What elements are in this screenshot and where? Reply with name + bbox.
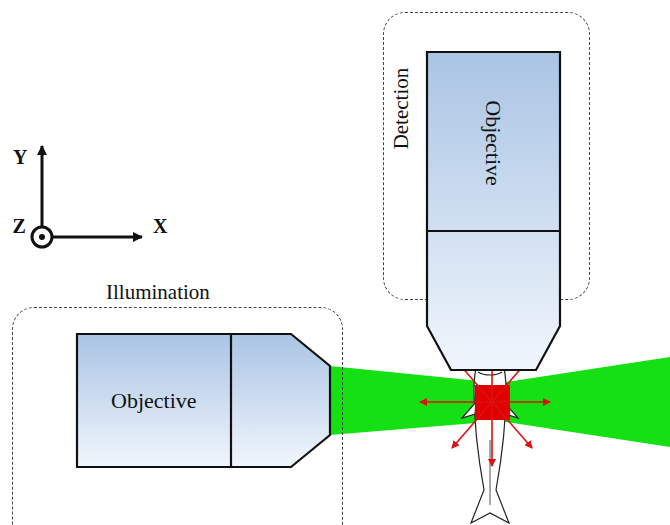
z-axis-dot — [39, 234, 45, 240]
lens-label: Objective — [481, 100, 505, 186]
objective-outline — [426, 51, 561, 371]
objective-lens: Objective — [76, 333, 331, 468]
zebrafish — [462, 345, 518, 523]
dashed-group: IlluminationObjective — [12, 307, 343, 525]
axes — [32, 146, 142, 247]
group-heading: Detection — [390, 67, 413, 149]
axis-label: Z — [13, 215, 26, 238]
dashed-group: Detection Objective — [383, 12, 590, 300]
y-axis — [41, 146, 44, 228]
group-heading: Illumination — [102, 281, 214, 304]
x-axis — [52, 236, 142, 239]
z-axis-circle — [32, 227, 52, 247]
axis-label: Y — [13, 146, 27, 169]
lens-label: Objective — [111, 389, 197, 413]
axis-label: X — [153, 215, 167, 238]
objective-lens: Objective — [426, 51, 561, 371]
